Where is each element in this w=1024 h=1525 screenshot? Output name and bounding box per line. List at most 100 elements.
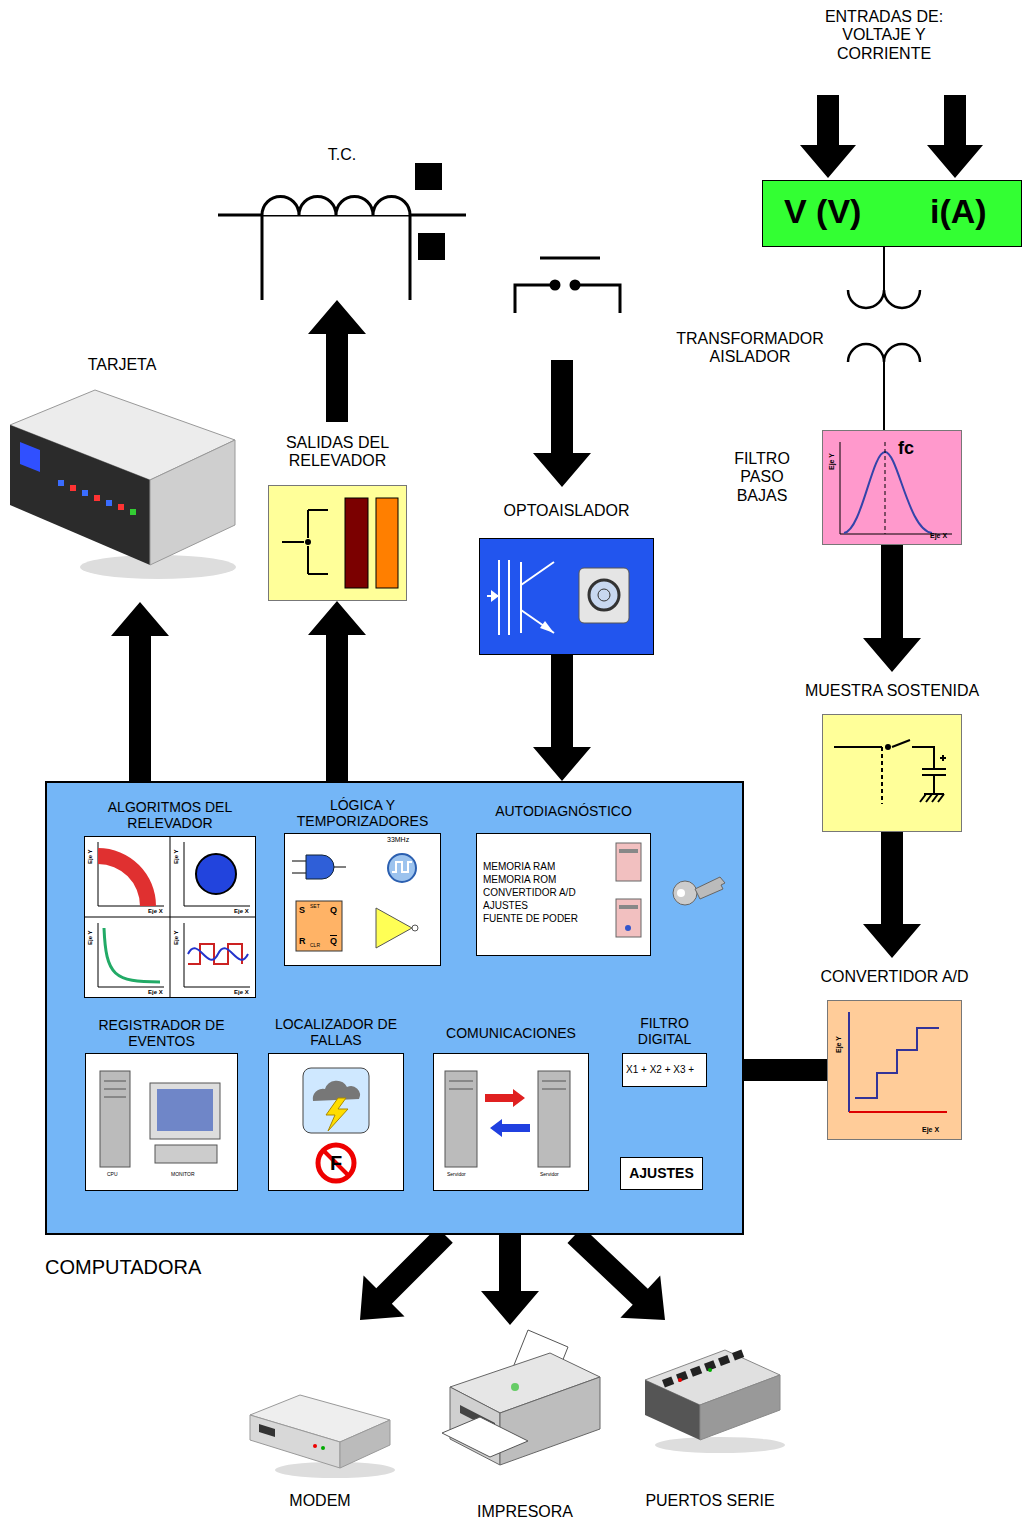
serial-ports: PUERTOS SERIE [630, 1320, 790, 1520]
free-label: TRANSFORMADOR AISLADOR [660, 330, 840, 367]
path-shape [848, 1012, 850, 1112]
node-art [218, 140, 466, 300]
rect-shape [345, 498, 368, 588]
g-shape [487, 560, 554, 635]
box-text: 33MHz [387, 836, 427, 844]
box-face [827, 1000, 962, 1140]
circle-shape [678, 1378, 682, 1382]
polygon-shape [326, 1098, 348, 1131]
box-text: i(A) [930, 192, 1010, 231]
box-text: Eje X [930, 532, 960, 540]
box-text: Eje X [148, 908, 168, 915]
box-title: LÓGICA Y TEMPORIZADORES [284, 797, 441, 829]
thick-arrow [360, 1227, 453, 1320]
box-text: Eje Y [835, 1036, 843, 1053]
circle-shape [305, 539, 311, 545]
thick-arrow [533, 655, 591, 781]
box-text: CPU [107, 1172, 127, 1178]
path-shape [84, 836, 256, 998]
path-shape [392, 862, 412, 872]
computer: COMPUTADORAALGORITMOS DEL RELEVADOREje Y… [45, 781, 744, 1235]
path-shape [848, 344, 920, 362]
g-shape [282, 510, 328, 574]
box-title: MUESTRA SOSTENIDA [782, 682, 1002, 700]
box-text: Eje X [234, 989, 254, 996]
circle-shape [196, 854, 236, 894]
box-text: Eje Y [828, 453, 836, 470]
path-shape [840, 442, 952, 534]
rect-shape [100, 1071, 130, 1167]
low-pass-filter: FILTRO PASO BAJASfcEje YEje X [822, 430, 962, 545]
rect-shape [94, 495, 100, 501]
path-shape [695, 877, 725, 899]
circle-shape [511, 1383, 519, 1391]
circle-shape [673, 881, 697, 905]
path-shape [540, 257, 600, 260]
box-title: CONVERTIDOR A/D [777, 968, 1012, 986]
polygon-shape [927, 95, 983, 178]
box-text: FUENTE DE PODER [483, 913, 608, 925]
rect-shape [376, 498, 398, 588]
polygon-shape [800, 95, 856, 178]
box-text: CLR [310, 943, 326, 949]
path-shape [262, 197, 410, 216]
box-text: Eje Y [87, 930, 94, 945]
push-contact [515, 258, 620, 313]
path-shape [844, 452, 932, 533]
box-text: Eje Y [87, 849, 94, 864]
box-text: Eje X [234, 908, 254, 915]
algorithms-panel: ALGORITMOS DEL RELEVADOREje YEje XEje YE… [84, 836, 256, 998]
polygon-shape [259, 1424, 275, 1437]
rect-shape [303, 1068, 369, 1133]
rect-shape [690, 1366, 702, 1377]
rect-shape [130, 509, 136, 515]
isolation-transformer [848, 278, 920, 390]
event-recorder-panel: REGISTRADOR DE EVENTOSCPUMONITOR [85, 1053, 238, 1191]
path-shape [306, 855, 334, 879]
current-transformer: T.C. [218, 140, 466, 300]
box-title: AUTODIAGNÓSTICO [476, 803, 651, 819]
box-title: LOCALIZADOR DE FALLAS [268, 1016, 404, 1048]
box-text: Servidor [540, 1172, 570, 1178]
polygon-shape [645, 1380, 700, 1440]
box-text: Eje X [922, 1126, 952, 1134]
thick-arrow [481, 1235, 539, 1325]
polygon-shape [491, 590, 499, 602]
box-text: Servidor [447, 1172, 477, 1178]
rect-shape [445, 1071, 477, 1167]
node-art [822, 430, 962, 545]
box-title: ALGORITMOS DEL RELEVADOR [84, 799, 256, 831]
path-shape [485, 1089, 525, 1107]
circle-shape [313, 1444, 317, 1448]
thick-arrow [111, 602, 169, 781]
settings-box: AJUSTES [620, 1157, 703, 1190]
polygon-shape [540, 621, 554, 633]
ellipse-shape [655, 1437, 785, 1453]
rect-shape [619, 849, 638, 853]
box-face [822, 714, 962, 832]
box-title: PUERTOS SERIE [630, 1492, 790, 1510]
rect-shape [82, 490, 88, 496]
node-art [433, 1053, 589, 1191]
node-art [827, 958, 962, 1140]
polygon-shape [700, 1375, 780, 1440]
path-shape [849, 1111, 947, 1113]
g-shape [98, 842, 250, 987]
box-text: S [299, 905, 309, 915]
rect-shape [676, 1371, 688, 1382]
communications-panel: COMUNICACIONESServidorServidor [433, 1053, 589, 1191]
box-text: MEMORIA ROM [483, 874, 608, 886]
path-shape [449, 1081, 566, 1089]
box-title: AJUSTES [620, 1165, 703, 1181]
path-shape [855, 1028, 939, 1098]
digital-filter-box: FILTRO DIGITALX1 + X2 + X3 + [622, 1053, 707, 1087]
box-face [822, 430, 962, 545]
polygon-shape [20, 442, 40, 472]
thick-arrow [567, 1227, 665, 1320]
path-shape [848, 290, 920, 308]
logic-timers-panel: LÓGICA Y TEMPORIZADORES33MHzSSETQRCLRQ [284, 833, 441, 966]
rect-shape [157, 1089, 213, 1131]
printer: IMPRESORA [440, 1325, 610, 1525]
rect-shape [58, 480, 64, 486]
